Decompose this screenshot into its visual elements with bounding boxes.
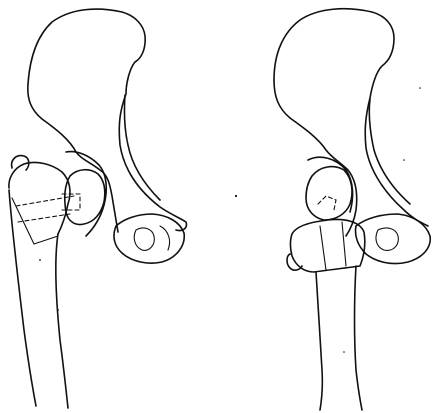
right-acetabulum-edge — [308, 157, 353, 212]
left-speck-2 — [39, 259, 41, 261]
right-speck-3 — [403, 159, 405, 161]
right-obturator — [376, 228, 398, 250]
right-femoral-head-dashed — [318, 196, 336, 210]
right-femur-shaft-medial — [355, 266, 363, 410]
left-pelvis-lower-edge — [28, 84, 118, 232]
left-pubic-ring — [114, 214, 184, 263]
left-pelvis-outline — [28, 9, 186, 230]
left-femoral-head-fragment — [65, 170, 105, 225]
left-femur-shaft-medial — [56, 234, 68, 408]
right-femoral-head — [306, 167, 352, 220]
right-pelvis-outline — [274, 9, 428, 226]
left-femur-shaft-lateral — [9, 190, 36, 406]
right-iliac-inner-curve — [369, 99, 410, 204]
left-implant-line-lower — [18, 214, 70, 222]
left-hip-panel — [9, 9, 187, 408]
left-obturator — [134, 228, 154, 250]
right-pubic-ring — [355, 214, 430, 264]
center-speck — [235, 195, 237, 197]
left-iliac-inner-curve — [124, 95, 160, 200]
left-neck-line — [12, 198, 58, 244]
left-speck — [57, 309, 59, 311]
right-speck-2 — [419, 87, 421, 89]
right-hip-panel — [235, 9, 430, 410]
right-trochanter-line-2 — [342, 222, 346, 266]
right-speck — [343, 351, 345, 353]
right-trochanter-line-1 — [320, 226, 326, 270]
right-femur-shaft-lateral — [316, 272, 322, 410]
left-pubic-detail — [160, 226, 170, 250]
right-trochanter-block — [291, 220, 365, 273]
